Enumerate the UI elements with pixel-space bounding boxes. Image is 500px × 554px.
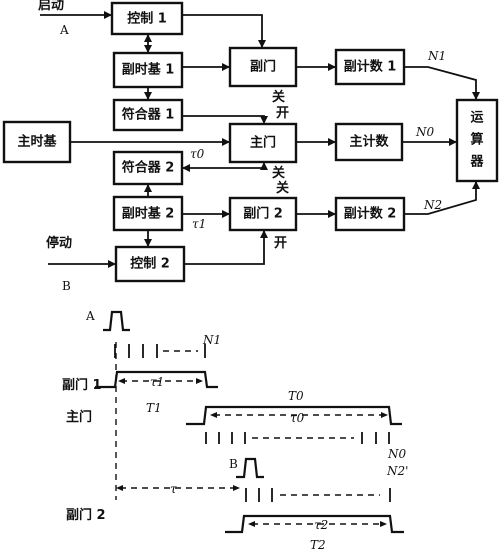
- n1-label: N1: [427, 49, 446, 63]
- timing-row-sub-gate-2: 副门 2: [66, 507, 106, 523]
- block-sub-counter-1: 副计数 1: [334, 48, 406, 86]
- svg-text:控制 1: 控制 1: [127, 11, 167, 27]
- timing-pulse-a-label: A: [85, 309, 95, 323]
- n2-label: N2: [423, 198, 442, 212]
- timing-tau0-label: τ0: [290, 411, 305, 425]
- n0-label: N0: [415, 125, 435, 139]
- block-coincidence-2: 符合器 2: [112, 150, 184, 186]
- svg-text:副计数 1: 副计数 1: [344, 59, 397, 75]
- svg-text:主时基: 主时基: [17, 134, 57, 150]
- block-control-1: 控制 1: [110, 1, 184, 36]
- close-label-1: 关: [272, 89, 285, 105]
- tau0-label: τ0: [190, 147, 205, 161]
- timing-row-sub-gate-1: 副门 1: [62, 377, 102, 393]
- svg-text:控制 2: 控制 2: [130, 256, 170, 272]
- block-main-gate: 主门: [228, 122, 298, 164]
- block-sub-gate-2: 副门 2: [228, 196, 298, 232]
- start-input-label: 启动: [38, 0, 64, 13]
- timing-n1-label: N1: [202, 333, 221, 347]
- start-letter-a: A: [59, 23, 69, 37]
- svg-text:主门: 主门: [250, 135, 276, 151]
- block-control-2: 控制 2: [114, 245, 186, 283]
- timing-T0-label: T0: [288, 389, 304, 403]
- block-calculator: 运 算 器: [455, 98, 499, 183]
- timing-pulse-b-label: B: [229, 457, 238, 471]
- open-label-1: 开: [276, 106, 289, 121]
- calculator-char-1: 运: [470, 111, 483, 126]
- tau1-label: τ1: [192, 217, 206, 231]
- calculator-char-2: 算: [470, 132, 483, 148]
- block-sub-timebase-2: 副时基 2: [112, 195, 184, 232]
- timing-tau-label: τ: [170, 482, 177, 496]
- open-label-2: 开: [274, 236, 287, 251]
- timing-n0-label: N0: [387, 447, 407, 461]
- block-main-counter: 主计数: [334, 122, 404, 162]
- calculator-char-3: 器: [469, 155, 484, 170]
- svg-text:副计数 2: 副计数 2: [344, 206, 397, 222]
- close-label-3: 关: [276, 180, 289, 196]
- svg-text:主计数: 主计数: [349, 134, 389, 150]
- timing-tau1-label: τ1: [150, 375, 164, 389]
- stop-letter-b: B: [62, 279, 71, 293]
- svg-text:副门: 副门: [250, 59, 276, 75]
- block-sub-gate-1: 副门: [228, 46, 298, 88]
- block-main-timebase: 主时基: [2, 120, 72, 164]
- close-label-2: 关: [272, 165, 285, 181]
- timing-row-main-gate: 主门: [66, 409, 92, 425]
- block-arrows: [104, 11, 480, 268]
- block-sub-counter-2: 副计数 2: [334, 196, 406, 232]
- svg-text:符合器 1: 符合器 1: [122, 107, 175, 123]
- svg-text:副门 2: 副门 2: [243, 206, 283, 222]
- block-coincidence-1: 符合器 1: [112, 98, 184, 132]
- timing-waveforms: [95, 310, 404, 534]
- stop-input-label: 停动: [46, 235, 72, 251]
- svg-text:符合器 2: 符合器 2: [122, 160, 175, 176]
- timing-T1-label: T1: [146, 401, 162, 415]
- timing-tau2-label: τ2: [314, 518, 328, 532]
- timing-n2prime-label: N2': [386, 464, 408, 478]
- timing-T2-label: T2: [310, 538, 326, 552]
- svg-text:副时基 1: 副时基 1: [122, 62, 175, 78]
- svg-text:副时基 2: 副时基 2: [122, 206, 175, 222]
- block-sub-timebase-1: 副时基 1: [112, 51, 184, 89]
